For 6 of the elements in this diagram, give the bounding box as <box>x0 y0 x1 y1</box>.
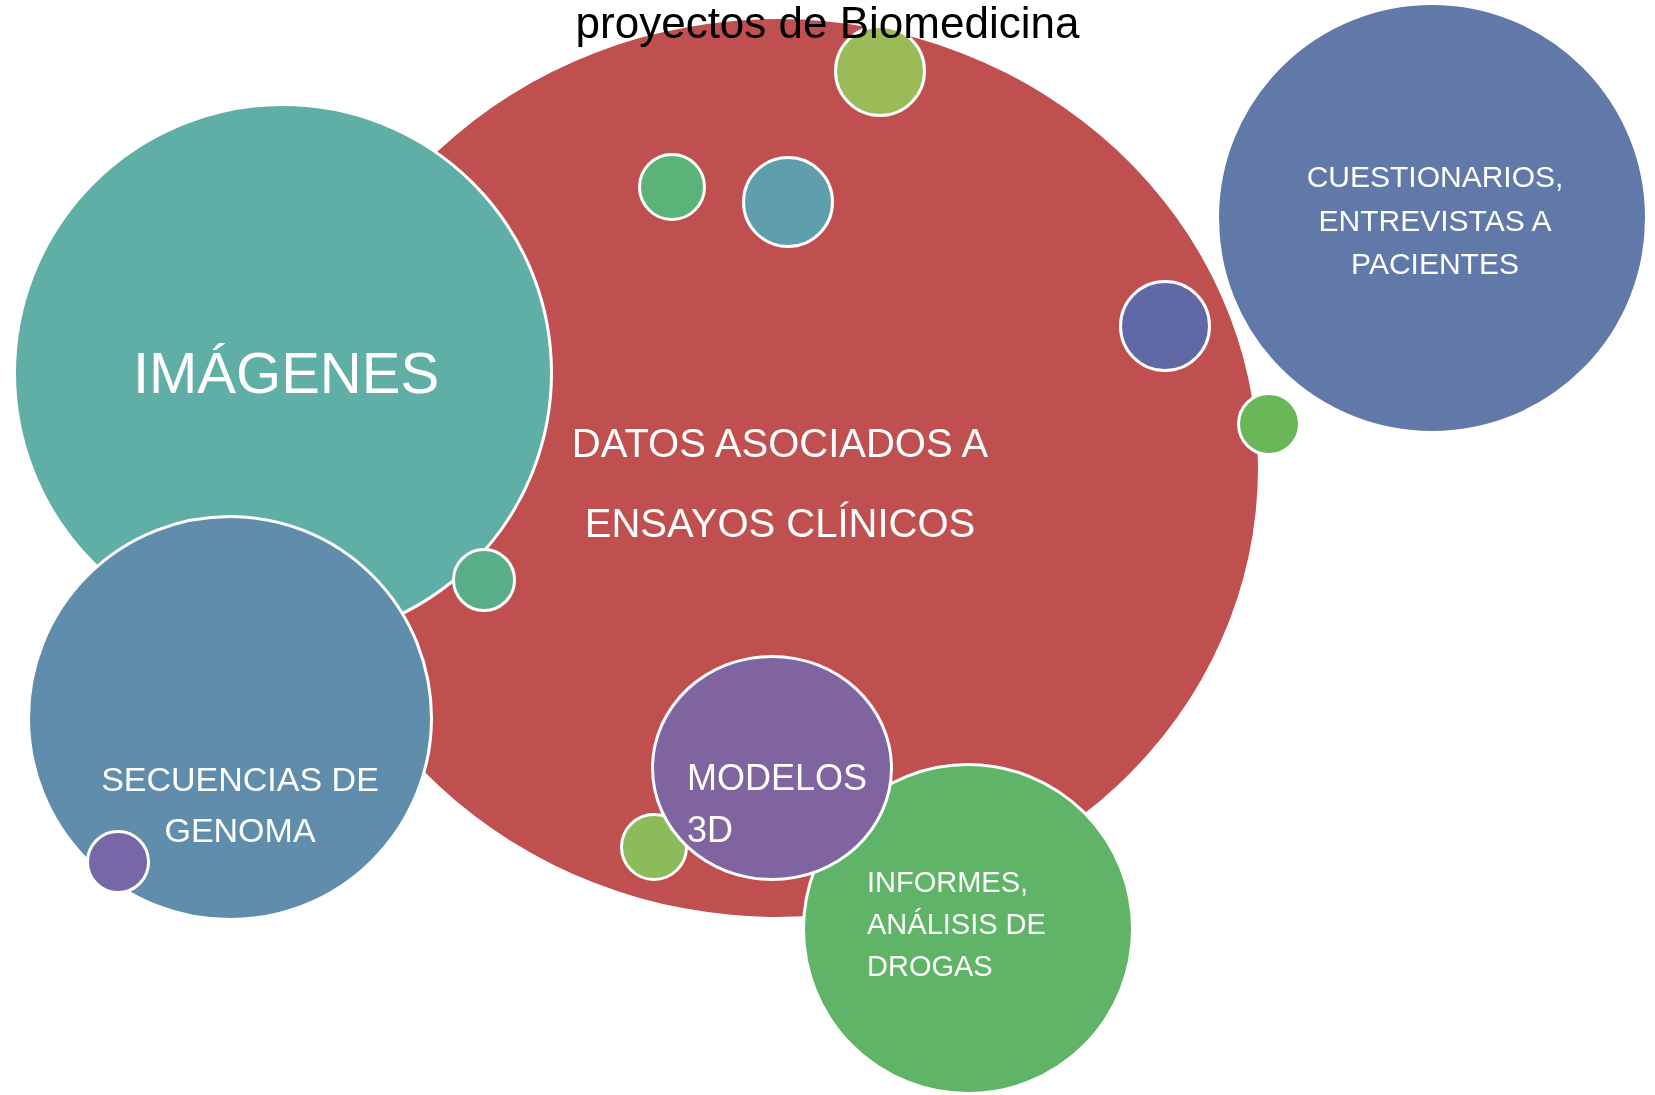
bubble-label: SECUENCIAS DE GENOMA <box>100 759 380 851</box>
bubble-label: IMÁGENES <box>131 339 441 407</box>
bubble-label: MODELOS 3D <box>687 756 869 853</box>
bubble-label: CUESTIONARIOS, ENTREVISTAS A PACIENTES <box>1305 159 1565 282</box>
bubble-label: DATOS ASOCIADOS A ENSAYOS CLÍNICOS <box>570 420 990 547</box>
bubble-label: INFORMES, ANÁLISIS DE DROGAS <box>867 865 1047 985</box>
